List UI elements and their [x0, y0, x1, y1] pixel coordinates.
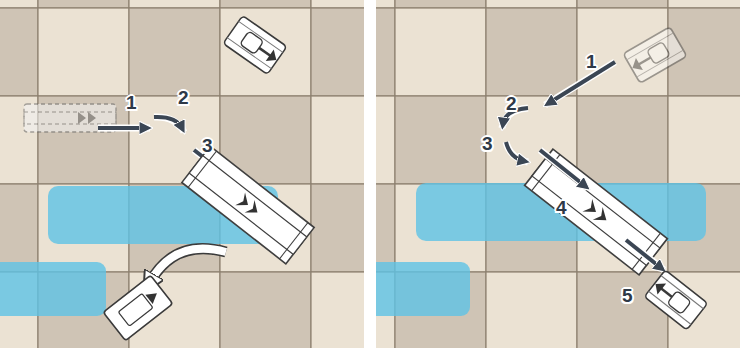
callout-number: 3	[482, 134, 493, 153]
callout-number: 1	[586, 52, 597, 71]
callout-number: 4	[556, 198, 567, 217]
callout-number: 5	[622, 286, 633, 305]
callout-number: 3	[202, 136, 213, 155]
callout-number: 1	[126, 93, 137, 112]
callout-number: 2	[178, 88, 189, 107]
callout-number: 2	[506, 94, 517, 113]
